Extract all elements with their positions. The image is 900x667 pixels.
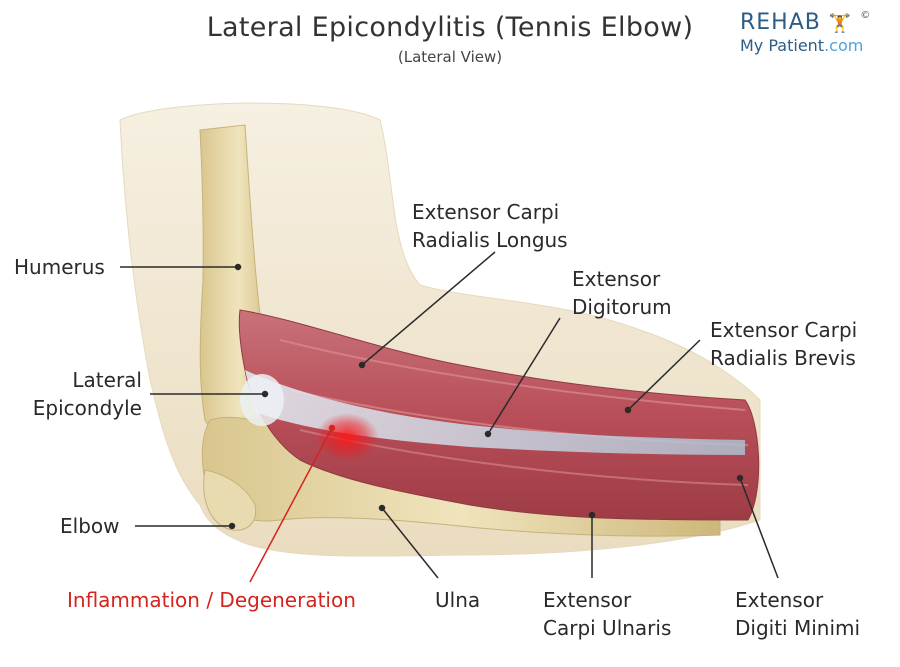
page-subtitle: (Lateral View) — [397, 48, 503, 66]
leader-humerus-dot — [234, 263, 242, 271]
label-humerus: Humerus — [14, 253, 105, 281]
leader-ed-dot — [484, 430, 492, 438]
label-edm-line2: Digiti Minimi — [735, 616, 861, 640]
label-ecrb-line2: Radialis Brevis — [710, 346, 856, 370]
label-ed-line2: Digitorum — [572, 295, 672, 319]
logo-figures-icon: 🏋 — [828, 13, 853, 34]
label-ed-line1: Extensor — [572, 267, 661, 291]
label-lateral-epicondyle-line2: Epicondyle — [32, 396, 142, 420]
leader-ulna-dot — [378, 504, 386, 512]
leader-elbow-dot — [228, 522, 236, 530]
logo-copyright: © — [860, 10, 872, 21]
logo-rehab-text: REHAB — [740, 10, 821, 35]
leader-edm — [739, 477, 779, 579]
leader-inflammation — [249, 427, 333, 583]
leader-ecrl-dot — [358, 361, 366, 369]
logo-dotcom-text: .com — [824, 36, 864, 55]
olecranon — [203, 469, 257, 531]
label-extensor-digiti-minimi: Extensor Digiti Minimi — [735, 586, 860, 642]
label-ulna-text: Ulna — [435, 588, 481, 612]
label-extensor-carpi-ulnaris: Extensor Carpi Ulnaris — [543, 586, 671, 642]
label-ecu-line2: Carpi Ulnaris — [543, 616, 672, 640]
lateral-epicondyle — [240, 374, 284, 426]
label-inflammation-text: Inflammation / Degeneration — [67, 588, 356, 612]
label-extensor-carpi-radialis-longus: Extensor Carpi Radialis Longus — [412, 198, 568, 254]
inflammation-hotspot — [315, 413, 379, 461]
label-ecrl-line1: Extensor Carpi — [412, 200, 560, 224]
label-elbow-text: Elbow — [60, 514, 120, 538]
leader-ecu-dot — [588, 511, 596, 519]
label-lateral-epicondyle: Lateral Epicondyle — [14, 366, 142, 422]
leader-ecrl — [361, 251, 496, 366]
label-ecu-line1: Extensor — [543, 588, 632, 612]
leader-ecrb-dot — [624, 406, 632, 414]
logo-mypatient-text: My Patient — [740, 36, 825, 55]
label-ulna: Ulna — [435, 586, 480, 614]
label-lateral-epicondyle-line1: Lateral — [72, 368, 142, 392]
logo-wordmark-top: REHAB 🏋 © — [740, 10, 871, 35]
label-humerus-text: Humerus — [14, 255, 105, 279]
leader-ed — [487, 317, 561, 435]
logo-wordmark-bottom: My Patient.com — [740, 36, 863, 55]
muscle-fiber — [279, 339, 746, 411]
leader-inflammation-dot — [328, 424, 336, 432]
label-edm-line1: Extensor — [735, 588, 824, 612]
leader-edm-dot — [736, 474, 744, 482]
rehab-my-patient-logo: REHAB 🏋 © My Patient.com — [740, 10, 890, 60]
label-ecrb-line1: Extensor Carpi — [710, 318, 858, 342]
label-elbow: Elbow — [60, 512, 119, 540]
label-ecrl-line2: Radialis Longus — [412, 228, 568, 252]
leader-ulna — [381, 507, 439, 579]
leader-epicondyle-dot — [261, 390, 269, 398]
label-extensor-digitorum: Extensor Digitorum — [572, 265, 672, 321]
leader-ecrb — [627, 339, 701, 411]
label-inflammation-degeneration: Inflammation / Degeneration — [67, 586, 356, 614]
page-title: Lateral Epicondylitis (Tennis Elbow) — [206, 12, 694, 43]
label-extensor-carpi-radialis-brevis: Extensor Carpi Radialis Brevis — [710, 316, 857, 372]
